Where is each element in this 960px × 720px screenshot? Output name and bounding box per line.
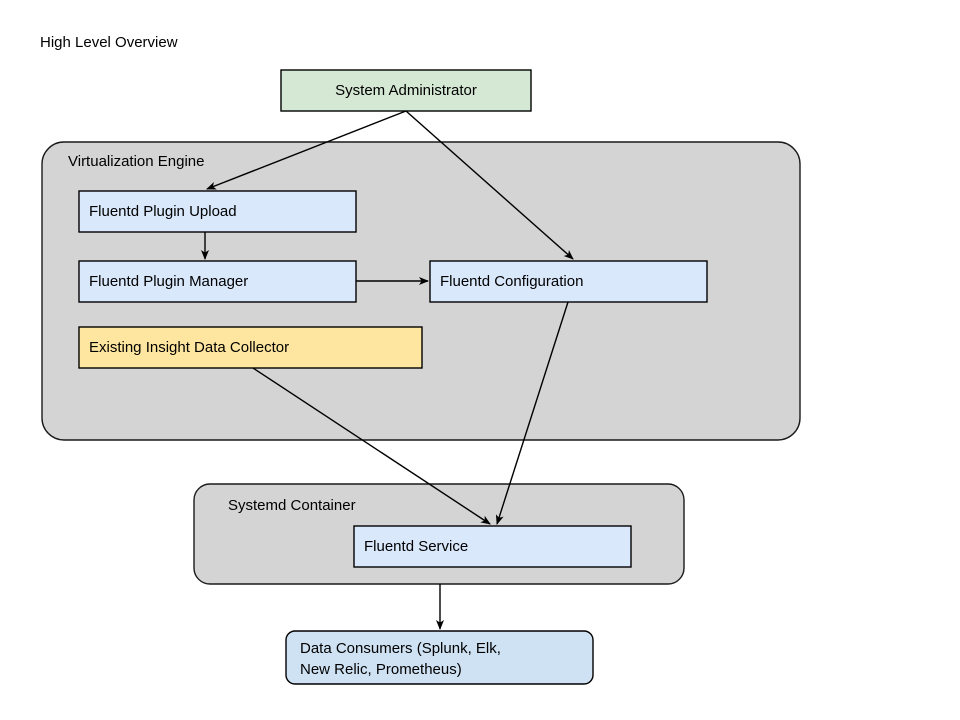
node-shape-fluentd-plugin-upload: [78, 190, 357, 233]
node-fluentd-service[interactable]: Fluentd Service: [353, 525, 632, 568]
edge-configuration-to-service[interactable]: [495, 301, 569, 525]
node-data-consumers[interactable]: Data Consumers (Splunk, Elk, New Relic, P…: [285, 630, 594, 685]
page-title: High Level Overview: [40, 34, 178, 51]
node-label-system-administrator: System Administrator: [335, 82, 477, 99]
node-label-existing-insight-data-collector: Existing Insight Data Collector: [89, 339, 289, 356]
node-shape-existing-insight-data-collector: [78, 326, 423, 369]
node-label-data-consumers: Data Consumers (Splunk, Elk,: [300, 640, 501, 657]
node-shape-fluentd-service: [353, 525, 632, 568]
group-label-virtualization-engine: Virtualization Engine: [68, 153, 204, 170]
edge-collector-to-service[interactable]: [252, 367, 491, 525]
node-label-fluentd-configuration: Fluentd Configuration: [440, 273, 583, 290]
node-label-fluentd-plugin-upload: Fluentd Plugin Upload: [89, 203, 237, 220]
node-label2-data-consumers: New Relic, Prometheus): [300, 661, 462, 678]
node-fluentd-plugin-upload[interactable]: Fluentd Plugin Upload: [78, 190, 357, 233]
node-shape-data-consumers: [285, 630, 594, 685]
node-fluentd-plugin-manager[interactable]: Fluentd Plugin Manager: [78, 260, 357, 303]
node-shape-fluentd-plugin-manager: [78, 260, 357, 303]
connectors-layer: [201, 110, 574, 630]
node-shape-fluentd-configuration: [429, 260, 708, 303]
node-system-administrator[interactable]: System Administrator: [280, 69, 532, 112]
node-label-fluentd-plugin-manager: Fluentd Plugin Manager: [89, 273, 248, 290]
edge-admin-to-upload[interactable]: [206, 110, 407, 190]
node-fluentd-configuration[interactable]: Fluentd Configuration: [429, 260, 708, 303]
node-shape-system-administrator: [280, 69, 532, 112]
group-label-systemd-container: Systemd Container: [228, 497, 356, 514]
node-existing-insight-data-collector[interactable]: Existing Insight Data Collector: [78, 326, 423, 369]
edge-admin-to-configuration[interactable]: [405, 110, 574, 260]
node-label-fluentd-service: Fluentd Service: [364, 538, 468, 555]
